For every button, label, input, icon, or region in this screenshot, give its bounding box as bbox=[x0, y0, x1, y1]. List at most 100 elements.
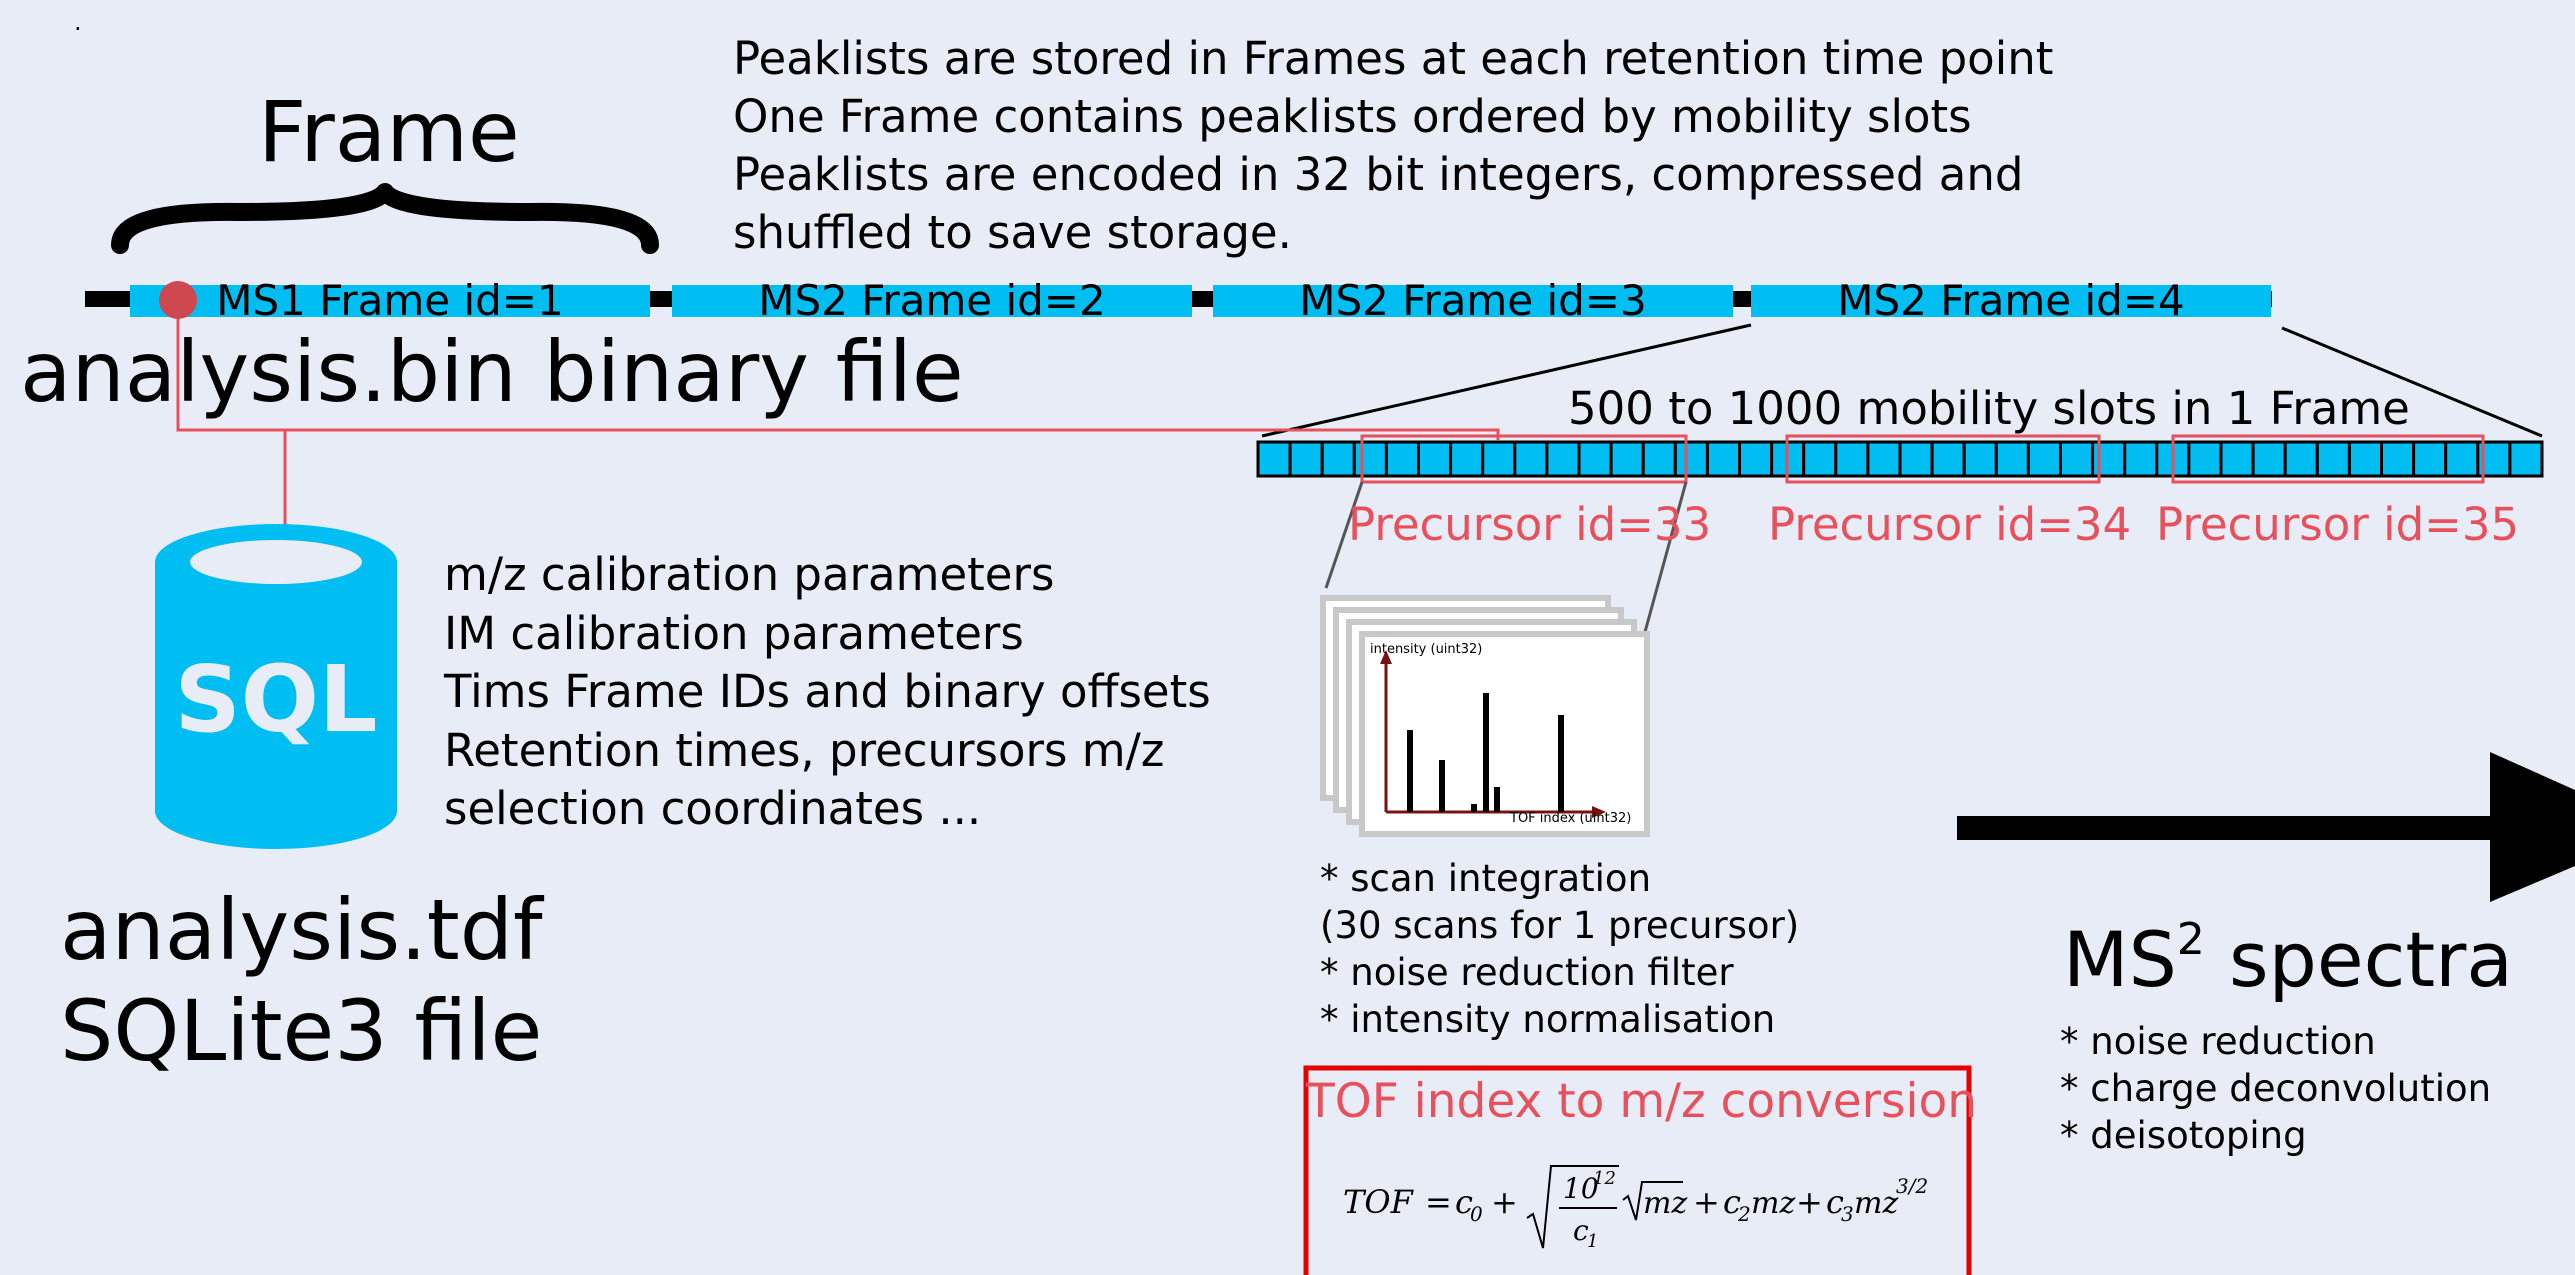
mobility-slot bbox=[1834, 440, 1870, 478]
sql-contents-item: IM calibration parameters bbox=[444, 606, 1024, 660]
mobility-slot bbox=[1577, 440, 1613, 478]
mobility-slot bbox=[2251, 440, 2287, 478]
mobility-slot bbox=[2444, 440, 2480, 478]
binary-file-label: analysis.bin binary file bbox=[20, 323, 964, 421]
spectrum-y-arrowhead bbox=[1380, 650, 1392, 664]
ms2-step: * deisotoping bbox=[2060, 1114, 2307, 1157]
mobility-slot bbox=[2059, 440, 2095, 478]
svg-text:1: 1 bbox=[1587, 1231, 1598, 1252]
mobility-slot bbox=[1930, 440, 1966, 478]
mobility-slot bbox=[2091, 440, 2127, 478]
svg-text:TOF: TOF bbox=[1343, 1183, 1415, 1221]
sql-contents-list: m/z calibration parameters IM calibratio… bbox=[444, 546, 1211, 839]
mobility-slot bbox=[2187, 440, 2223, 478]
intro-line: Peaklists are stored in Frames at each r… bbox=[733, 32, 2054, 85]
precursor-range-35 bbox=[2171, 434, 2485, 484]
processing-step: (30 scans for 1 precursor) bbox=[1320, 904, 1800, 947]
sql-contents-item: Tims Frame IDs and binary offsets bbox=[444, 665, 1211, 718]
mobility-slot bbox=[2219, 440, 2255, 478]
zoom-line-left bbox=[1261, 323, 1752, 438]
svg-text:c: c bbox=[1723, 1183, 1741, 1221]
processing-step: * noise reduction filter bbox=[1320, 951, 1734, 994]
frame-box-1 bbox=[130, 285, 650, 317]
mobility-slot bbox=[2026, 440, 2063, 478]
svg-text:=: = bbox=[1425, 1183, 1452, 1221]
ms2-step: * noise reduction bbox=[2060, 1020, 2376, 1063]
mobility-slot bbox=[2412, 440, 2448, 478]
ms2-title-superscript: 2 bbox=[2176, 913, 2205, 965]
mobility-slot bbox=[1384, 440, 1421, 478]
svg-text:3: 3 bbox=[1841, 1202, 1854, 1226]
svg-text:c: c bbox=[1455, 1183, 1473, 1221]
mobility-slot bbox=[2315, 440, 2351, 478]
svg-text:mz: mz bbox=[1854, 1186, 1898, 1221]
mobility-slot bbox=[1866, 440, 1902, 478]
intro-line: shuffled to save storage. bbox=[733, 206, 1292, 259]
spectrum-peak bbox=[1439, 760, 1445, 812]
frame-box-3 bbox=[1213, 285, 1733, 317]
tdf-file-name: analysis.tdf bbox=[60, 881, 543, 979]
mobility-slot bbox=[1288, 440, 1324, 478]
frame-label-3: MS2 Frame id=3 bbox=[1299, 276, 1647, 325]
mobility-slot bbox=[2283, 440, 2319, 478]
svg-text:+: + bbox=[1796, 1183, 1823, 1221]
ms2-spectra-title: MS2 spectra bbox=[2063, 917, 2513, 998]
spectrum-peak bbox=[1558, 715, 1564, 812]
tof-formula: TOF = c 0 + 10 12 c 1 mz + c 2 mz + c 3 … bbox=[1343, 1160, 1943, 1260]
frame-box-2 bbox=[672, 285, 1192, 317]
zoom-line-right bbox=[2281, 326, 2543, 438]
svg-text:mz: mz bbox=[1643, 1186, 1687, 1221]
mobility-slot bbox=[1641, 440, 1677, 478]
frame-label-1: MS1 Frame id=1 bbox=[216, 276, 564, 325]
svg-text:10: 10 bbox=[1563, 1172, 1599, 1205]
ms2-title-prefix: MS bbox=[2063, 915, 2177, 1004]
precursor-label-35: Precursor id=35 bbox=[2156, 498, 2520, 551]
svg-text:3/2: 3/2 bbox=[1896, 1174, 1928, 1198]
processing-step: * intensity normalisation bbox=[1320, 998, 1776, 1041]
mobility-slots-label: 500 to 1000 mobility slots in 1 Frame bbox=[1568, 382, 2410, 435]
precursor-label-34: Precursor id=34 bbox=[1768, 498, 2132, 551]
zoom-line-precursor-right bbox=[1643, 481, 1688, 633]
precursor-range-34 bbox=[1785, 434, 2101, 484]
sql-contents-item: selection coordinates ... bbox=[444, 782, 982, 835]
spectrum-peak bbox=[1407, 730, 1413, 812]
ms2-title-suffix: spectra bbox=[2204, 915, 2513, 1004]
mobility-slot bbox=[2508, 440, 2544, 478]
mobility-slot-bar bbox=[1256, 440, 2544, 478]
frame-label-4: MS2 Frame id=4 bbox=[1837, 276, 2185, 325]
database-icon: SQL bbox=[155, 524, 397, 849]
frame-brace-label: Frame bbox=[258, 83, 520, 181]
intro-text: Peaklists are stored in Frames at each r… bbox=[733, 30, 2053, 262]
mobility-slot bbox=[1256, 440, 1292, 478]
mobility-slot bbox=[1449, 440, 1485, 478]
mobility-slot bbox=[1673, 440, 1709, 478]
tdf-file-type: SQLite3 file bbox=[60, 982, 543, 1080]
spectrum-card-front bbox=[1359, 631, 1650, 837]
intro-line: Peaklists are encoded in 32 bit integers… bbox=[733, 148, 2024, 201]
corner-dot: . bbox=[74, 8, 82, 36]
sql-contents-item: m/z calibration parameters bbox=[444, 548, 1055, 601]
ms2-steps-list: * noise reduction * charge deconvolution… bbox=[2060, 1018, 2491, 1159]
mobility-slot bbox=[2347, 440, 2383, 478]
mobility-slot bbox=[1802, 440, 1838, 478]
intro-line: One Frame contains peaklists ordered by … bbox=[733, 90, 1972, 143]
sql-icon-text: SQL bbox=[174, 646, 378, 753]
mobility-slot bbox=[1738, 440, 1774, 478]
mobility-slot bbox=[1898, 440, 1934, 478]
frame-offset-dot bbox=[159, 281, 197, 319]
mobility-slot bbox=[1417, 440, 1453, 478]
frame-label-2: MS2 Frame id=2 bbox=[758, 276, 1106, 325]
mobility-slot bbox=[1320, 440, 1356, 478]
ms2-step: * charge deconvolution bbox=[2060, 1067, 2492, 1110]
spectrum-peak bbox=[1483, 693, 1489, 812]
mobility-slot bbox=[1481, 440, 1517, 478]
svg-text:2: 2 bbox=[1737, 1202, 1751, 1226]
processing-steps-list: * scan integration (30 scans for 1 precu… bbox=[1320, 855, 1799, 1043]
sql-contents-item: Retention times, precursors m/z bbox=[444, 723, 1165, 777]
spectrum-x-arrowhead bbox=[1592, 806, 1606, 818]
svg-text:c: c bbox=[1826, 1183, 1844, 1221]
frame-box-4 bbox=[1751, 285, 2271, 317]
mobility-slot bbox=[1352, 440, 1388, 478]
